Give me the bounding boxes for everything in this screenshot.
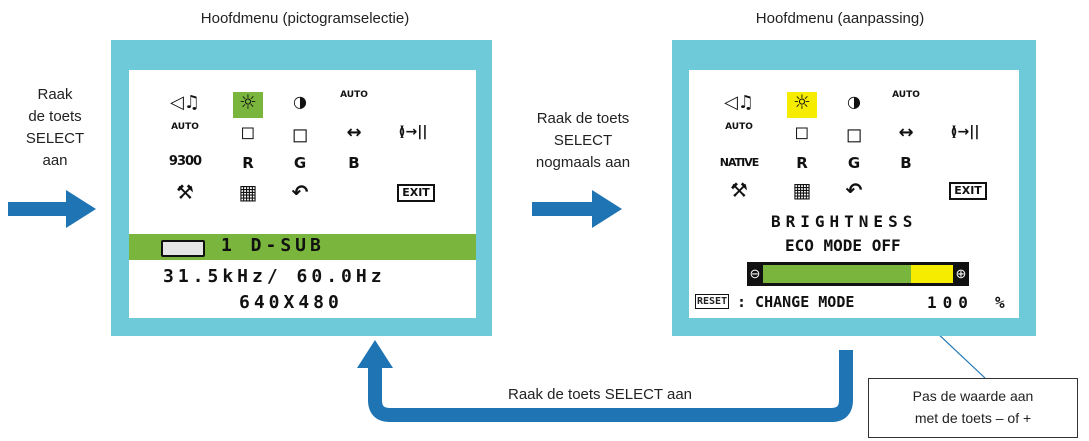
frequency-text: 31.5kHz/ 60.0Hz: [163, 266, 386, 287]
down-up-icon: ◻: [845, 122, 863, 146]
down-up-icon: ◻: [291, 122, 309, 146]
auto-adjust-icon: AUTO: [171, 122, 199, 132]
setting-name: BRIGHTNESS: [771, 212, 918, 231]
volume-icon: ◁♫: [724, 92, 754, 113]
return-arrow-icon: [357, 340, 853, 422]
callout-line: met de toets – of +: [914, 410, 1032, 426]
tools-icon: ⚒: [730, 178, 748, 202]
fine-icon: ≬→||: [398, 124, 428, 140]
h-size-icon: ↔: [898, 122, 914, 143]
d-sub-connector-icon: [161, 240, 205, 257]
minus-icon: ⊖: [749, 266, 761, 281]
color-temp-icon: NATIVE: [719, 156, 760, 169]
keyboard-icon: ▦: [792, 178, 812, 202]
left-caption-line: SELECT: [25, 130, 85, 147]
red-icon: R: [796, 154, 808, 172]
volume-icon: ◁♫: [170, 92, 200, 113]
callout-line: Pas de waarde aan: [912, 388, 1034, 404]
auto-contrast-icon: AUTO: [340, 90, 368, 100]
change-mode-text: : CHANGE MODE: [737, 293, 855, 311]
middle-caption: Raak de toets SELECT nogmaals aan: [508, 108, 658, 174]
exit-icon: EXIT: [949, 182, 987, 200]
screen2-display: ◁♫ ☼ ◑ AUTO AUTO ◻ ◻ ↔ ≬→|| NATIVE R G B…: [689, 70, 1019, 318]
arrow-right-left-icon: [8, 190, 96, 228]
auto-adjust-icon: AUTO: [725, 122, 753, 132]
left-caption-line: de toets: [28, 108, 82, 125]
plus-icon: ⊕: [955, 266, 967, 281]
eco-mode-text: ECO MODE OFF: [785, 236, 901, 255]
left-caption-line: Raak: [37, 86, 73, 103]
brightness-highlight: [233, 92, 263, 118]
arrow-right-middle-icon: [532, 190, 622, 228]
brightness-level-bar[interactable]: ⊖ ⊕: [747, 262, 969, 286]
undo-icon: ↶: [845, 178, 863, 202]
left-right-icon: ◻: [794, 122, 810, 143]
unit-text: %: [995, 293, 1005, 312]
brightness-icon: ☼: [239, 90, 257, 114]
left-right-icon: ◻: [240, 122, 256, 143]
middle-caption-line: SELECT: [553, 132, 613, 149]
level-bar-fill: [763, 265, 911, 283]
h-size-icon: ↔: [346, 122, 362, 143]
resolution-text: 640X480: [239, 292, 343, 313]
tools-icon: ⚒: [176, 180, 194, 204]
keyboard-icon: ▦: [238, 180, 258, 204]
undo-icon: ↶: [291, 180, 309, 204]
left-caption-line: aan: [42, 152, 68, 169]
bottom-caption: Raak de toets SELECT aan: [508, 386, 692, 403]
red-icon: R: [242, 154, 254, 172]
fine-icon: ≬→||: [950, 124, 980, 140]
middle-caption-line: Raak de toets: [536, 110, 630, 127]
green-icon: G: [847, 154, 861, 172]
auto-contrast-icon: AUTO: [892, 90, 920, 100]
screen1-title: Hoofdmenu (pictogramselectie): [200, 10, 410, 27]
brightness-highlight: [787, 92, 817, 118]
brightness-icon: ☼: [793, 90, 811, 114]
exit-icon: EXIT: [397, 184, 435, 202]
color-temp-icon: 9300: [168, 154, 202, 169]
reset-label: RESET: [695, 294, 730, 309]
callout-box: Pas de waarde aan met de toets – of +: [868, 378, 1078, 438]
screen1-display: ◁♫ ☼ ◑ AUTO AUTO ◻ ◻ ↔ ≬→|| 9300 R G B ⚒…: [129, 70, 476, 318]
input-label: 1 D-SUB: [221, 235, 325, 256]
screen2-title: Hoofdmenu (aanpassing): [755, 10, 925, 27]
blue-icon: B: [348, 154, 360, 172]
green-icon: G: [293, 154, 307, 172]
contrast-icon: ◑: [847, 92, 861, 111]
blue-icon: B: [900, 154, 912, 172]
middle-caption-line: nogmaals aan: [535, 154, 631, 171]
contrast-icon: ◑: [293, 92, 307, 111]
value-text: 100: [927, 293, 974, 312]
left-caption: Raak de toets SELECT aan: [20, 84, 90, 172]
